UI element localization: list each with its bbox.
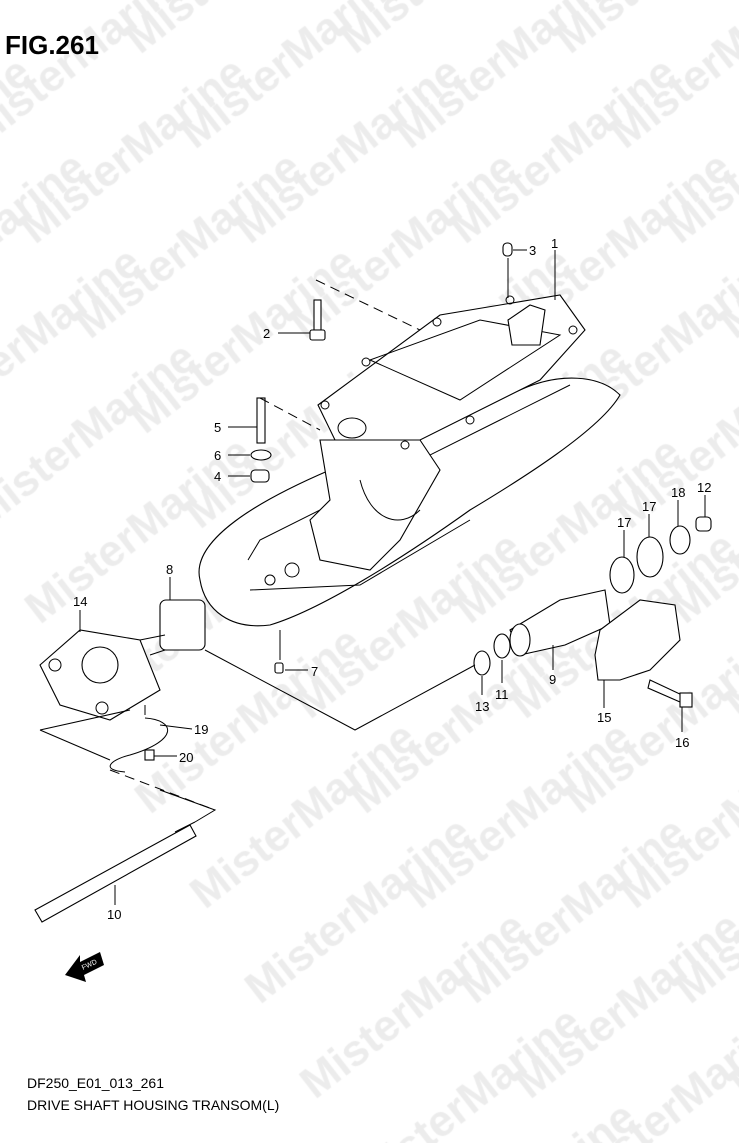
washer-17a xyxy=(609,556,635,594)
callout-15: 15 xyxy=(597,710,611,725)
callout-7: 7 xyxy=(311,664,318,679)
figure-description: DRIVE SHAFT HOUSING TRANSOM(L) xyxy=(27,1097,280,1113)
pin-3 xyxy=(502,242,513,257)
washer-6 xyxy=(250,449,272,461)
washer-13 xyxy=(473,650,491,676)
figure-title: FIG.261 xyxy=(5,30,99,60)
nut-12 xyxy=(695,516,712,532)
callout-9: 9 xyxy=(549,672,556,687)
fwd-arrow-icon: FWD xyxy=(65,952,104,982)
callout-3: 3 xyxy=(529,243,536,258)
washer-18 xyxy=(669,525,691,555)
bolt-20 xyxy=(144,749,155,761)
bushing-9 xyxy=(509,589,611,657)
callout-20: 20 xyxy=(179,750,193,765)
nut-4 xyxy=(250,469,270,483)
callout-2: 2 xyxy=(263,326,270,341)
callout-16: 16 xyxy=(675,735,689,750)
callout-14: 14 xyxy=(73,594,87,609)
callout-17a: 17 xyxy=(617,515,631,530)
ground-wire-19 xyxy=(109,717,169,773)
callout-1: 1 xyxy=(551,236,558,251)
callout-19: 19 xyxy=(194,722,208,737)
bolt-2 xyxy=(309,299,326,341)
callout-6: 6 xyxy=(214,448,221,463)
callout-8: 8 xyxy=(166,562,173,577)
callout-13: 13 xyxy=(475,699,489,714)
callout-5: 5 xyxy=(214,420,221,435)
washer-17b xyxy=(636,536,664,578)
stud-5 xyxy=(256,397,266,444)
rubber-mount-8 xyxy=(139,599,206,656)
screw-7 xyxy=(274,662,284,674)
callout-4: 4 xyxy=(214,469,221,484)
callout-12: 12 xyxy=(697,480,711,495)
washer-11 xyxy=(493,633,511,659)
bolt-16 xyxy=(647,679,693,708)
callout-11: 11 xyxy=(495,687,509,702)
callout-10: 10 xyxy=(107,907,121,922)
figure-code: DF250_E01_013_261 xyxy=(27,1075,165,1091)
bracket-14 xyxy=(39,629,161,721)
callout-18: 18 xyxy=(671,485,685,500)
callout-17b: 17 xyxy=(642,499,656,514)
